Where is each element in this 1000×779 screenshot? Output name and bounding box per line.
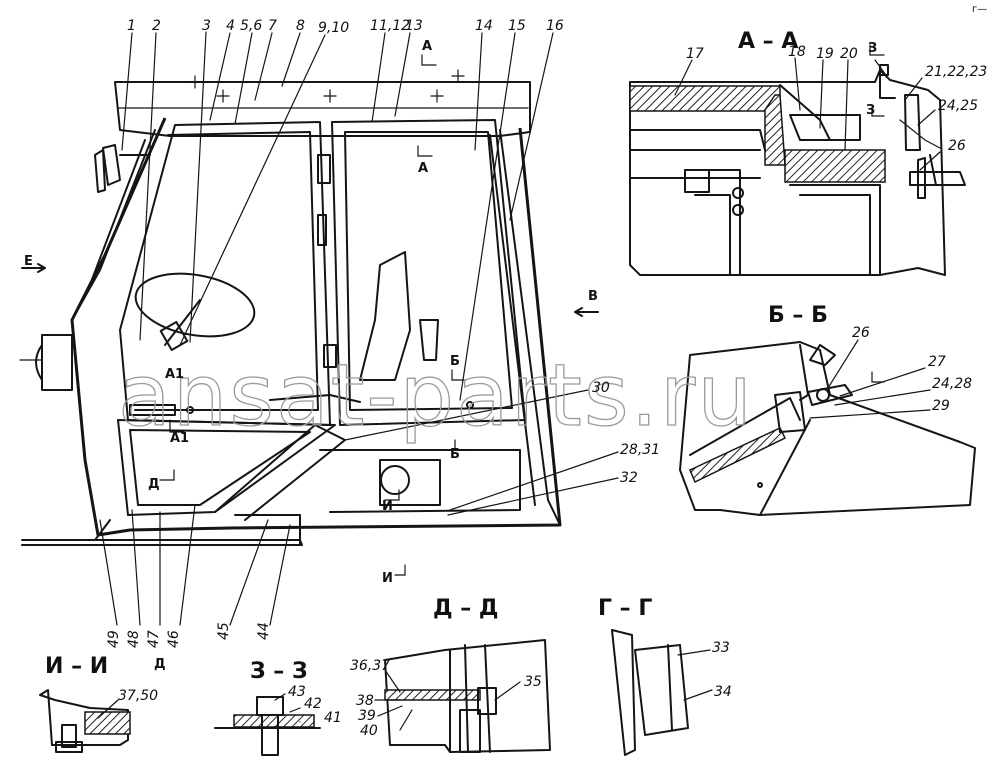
mark-d-bottom: Д [154,657,166,672]
callout-2: 2 [152,18,161,34]
callout-4: 4 [226,18,235,34]
callout-numbers: 1 2 3 4 5,6 7 8 9,10 11,12 13 14 15 16 1… [106,18,987,739]
roof-rivet-marks [188,69,465,103]
callout-16: 16 [546,18,564,34]
callout-13: 13 [405,18,423,34]
callout-33: 33 [712,640,730,656]
mark-d-low: Д [148,477,160,492]
section-title-bb: Б – Б [768,303,828,328]
callout-19: 19 [816,46,834,62]
callout-9-10: 9,10 [318,20,349,36]
section-zz-view [214,693,321,756]
section-aa-view [629,64,966,276]
section-ii-view [39,689,131,753]
mark-a1-up: А1 [165,367,184,382]
section-aa-leaders [674,44,941,171]
section-dd-view [374,639,551,753]
callout-45: 45 [216,622,232,640]
callout-44: 44 [256,622,272,640]
mark-v: В [588,289,598,304]
callout-26-bb: 26 [852,325,870,341]
callout-34: 34 [714,684,732,700]
section-title-dd: Д – Д [433,596,499,621]
section-gg-view [611,629,713,756]
callout-26-aa: 26 [948,138,966,154]
watermark: ansat-parts.ru [118,346,754,446]
callout-42: 42 [304,696,322,712]
callout-7: 7 [268,18,277,34]
callout-17: 17 [686,46,704,62]
callout-1: 1 [127,18,136,34]
callout-43: 43 [288,684,306,700]
mark-i-low: И [382,571,393,586]
callout-20: 20 [840,46,858,62]
callout-24-25: 24,25 [938,98,978,114]
callout-14: 14 [475,18,493,34]
mark-a-top: А [422,39,432,54]
mark-ye: Е [24,254,33,269]
section-cut-letters: А А Б Б Е В А1 А1 Д Д И И З З [24,39,877,672]
mark-i-mid: И [382,499,393,514]
callout-41: 41 [324,710,342,726]
callout-27: 27 [928,354,946,370]
mark-z: З [868,41,877,56]
callout-37-50: 37,50 [118,688,158,704]
callout-38: 38 [356,693,374,709]
mark-a1-low: А1 [170,431,189,446]
callout-40: 40 [360,723,378,739]
callout-15: 15 [508,18,526,34]
section-title-ii: И – И [45,654,108,679]
callout-48: 48 [126,630,142,648]
callout-46: 46 [166,630,182,648]
callout-36-37: 36,37 [350,658,390,674]
callout-39: 39 [358,708,376,724]
mark-a-mid: А [418,161,428,176]
callout-32: 32 [620,470,638,486]
callout-5-6: 5,6 [240,18,262,34]
callout-24-28: 24,28 [932,376,972,392]
callout-8: 8 [296,18,305,34]
callout-49: 49 [106,630,122,648]
callout-28-31: 28,31 [620,442,660,458]
callout-11-12: 11,12 [370,18,410,34]
cab-main-view [19,69,599,546]
main-section-marks [159,54,470,576]
callout-47: 47 [146,630,162,648]
section-title-zz: З – З [250,659,308,684]
section-title-aa: А – А [738,29,798,54]
main-leader-lines [99,31,619,626]
section-bb-view [679,341,976,516]
callout-35: 35 [524,674,542,690]
section-title-gg: Г – Г [598,596,652,621]
mark-b-mid: Б [450,354,460,369]
callout-21-22-23: 21,22,23 [925,64,987,80]
corner-mark: г— [972,4,987,15]
callout-18: 18 [788,44,806,60]
mark-b-low: Б [450,447,460,462]
section-bb-leaders [809,339,931,419]
mark-z-small: З [866,103,875,118]
callout-29: 29 [932,398,950,414]
callout-3: 3 [202,18,211,34]
callout-30: 30 [592,380,610,396]
